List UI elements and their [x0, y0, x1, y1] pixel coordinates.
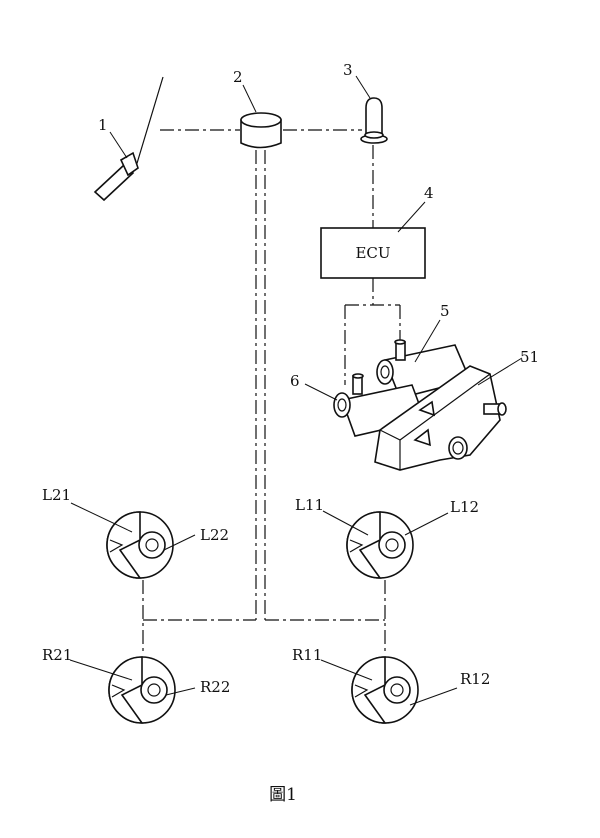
wheel-brake-rear-right — [108, 656, 176, 724]
label-51: 51 — [520, 348, 539, 366]
connection-lines — [142, 129, 401, 655]
wheel-brake-rear-left — [106, 511, 174, 579]
label-4: 4 — [424, 184, 434, 202]
label-R21: R21 — [42, 646, 72, 664]
label-L21: L21 — [42, 486, 71, 504]
figure-caption: 圖1 — [269, 785, 297, 805]
leader-lines — [69, 75, 523, 706]
pressure-sensor — [360, 97, 388, 144]
label-3: 3 — [343, 61, 353, 79]
label-L12: L12 — [450, 498, 479, 516]
ecu-box: ECU — [320, 227, 426, 279]
reference-labels: 1 2 3 4 5 51 6 L21 L22 L11 L12 R21 R22 R… — [42, 61, 539, 696]
label-R22: R22 — [200, 678, 230, 696]
wheel-brake-front-right — [351, 656, 419, 724]
label-6: 6 — [290, 372, 300, 390]
label-R11: R11 — [292, 646, 322, 664]
label-5: 5 — [440, 302, 450, 320]
label-L11: L11 — [295, 496, 324, 514]
label-1: 1 — [98, 116, 108, 134]
label-R12: R12 — [460, 670, 490, 688]
master-cylinder — [240, 112, 282, 149]
brake-pedal — [93, 76, 164, 202]
label-2: 2 — [233, 68, 243, 86]
label-L22: L22 — [200, 526, 229, 544]
ecu-text: ECU — [355, 244, 390, 262]
wheel-brake-front-left — [346, 511, 414, 579]
hydraulic-modulator — [333, 339, 507, 471]
